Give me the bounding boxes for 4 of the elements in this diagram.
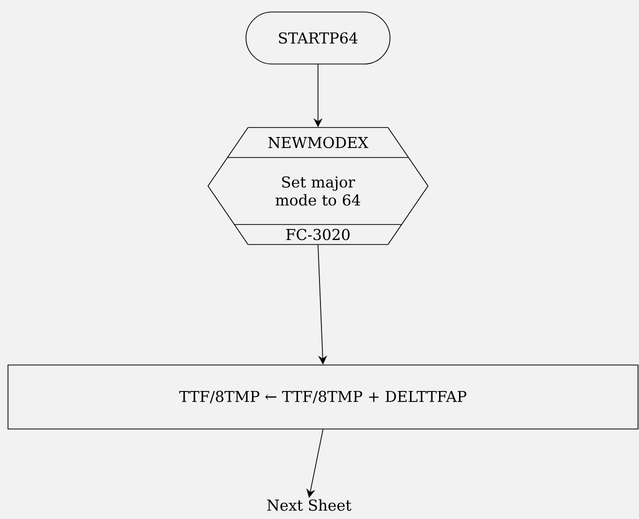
- connector-text: Next Sheet: [267, 499, 352, 511]
- terminal-box: STARTP64: [246, 12, 390, 64]
- process-box: TTF/8TMP ← TTF/8TMP + DELTTFAP: [8, 364, 638, 430]
- hexagon-box: NEWMODEX Set major mode to 64 FC-3020: [208, 127, 428, 245]
